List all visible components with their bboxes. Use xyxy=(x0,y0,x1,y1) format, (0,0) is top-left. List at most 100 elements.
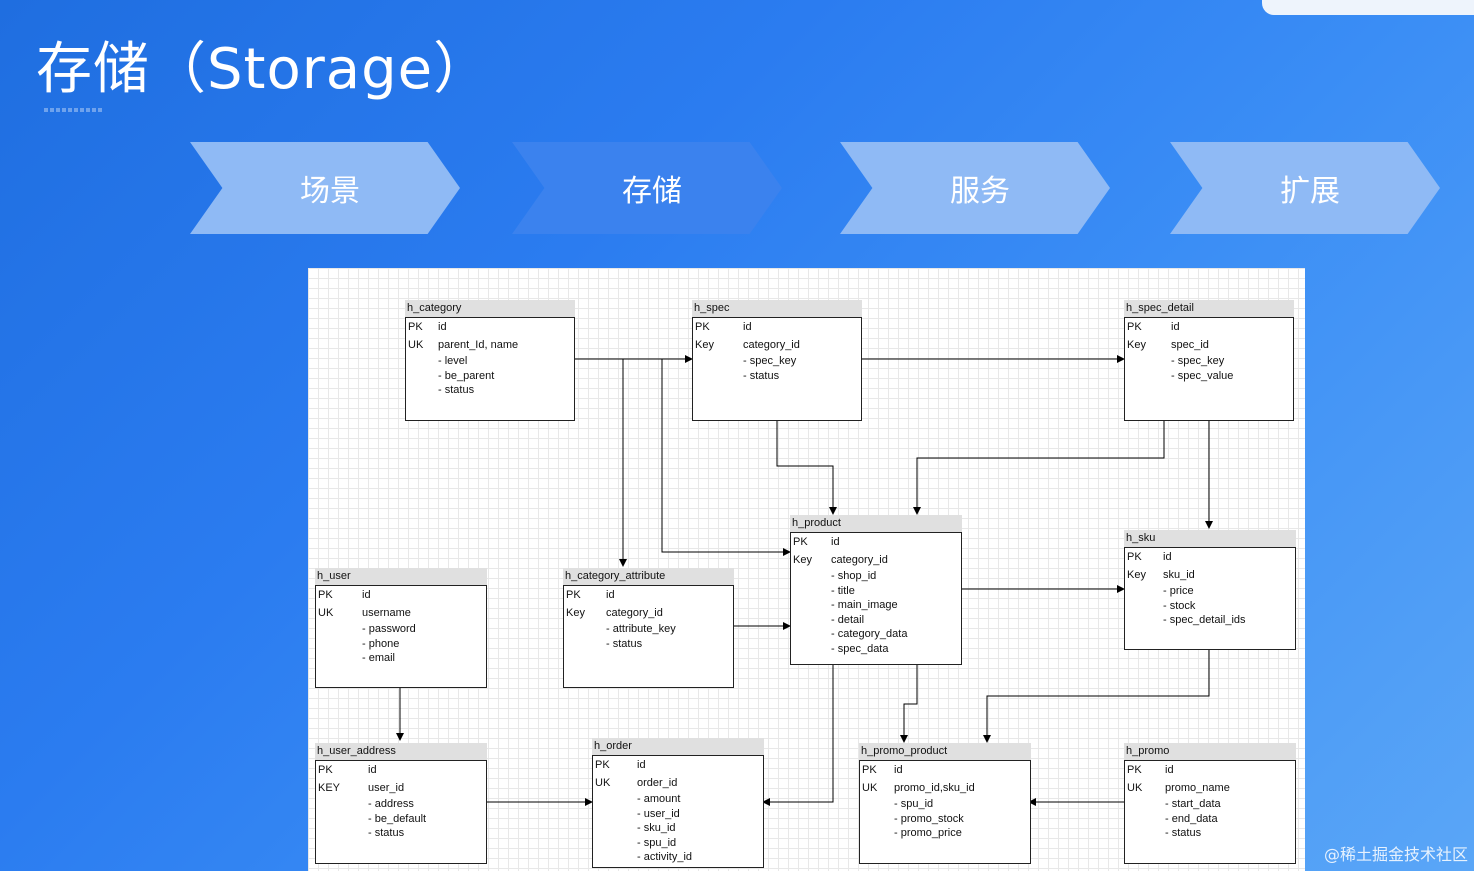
attribute-item: - promo_price xyxy=(894,827,962,839)
attribute-list: - shop_id - title - main_image - detail - ca… xyxy=(791,569,961,656)
key-type: UK xyxy=(1127,782,1143,794)
page-title: 存储（Storage） xyxy=(36,37,491,102)
table-key-row: PK id xyxy=(1125,761,1295,779)
attribute-list: - spec_key - status xyxy=(693,354,861,383)
attribute-item: - status xyxy=(743,369,780,382)
key-field: id xyxy=(1171,321,1180,333)
key-type: PK xyxy=(566,589,581,601)
key-field: category_id xyxy=(743,339,800,351)
table-title: h_order xyxy=(592,738,764,756)
table-title: h_spec_detail xyxy=(1124,300,1294,318)
attribute-item: - phone xyxy=(362,637,400,650)
attribute-item: - status xyxy=(438,384,475,396)
key-type: KEY xyxy=(318,782,341,794)
key-type: PK xyxy=(595,759,610,771)
table-title: h_promo xyxy=(1124,743,1296,761)
table-title: h_category_attribute xyxy=(563,568,734,586)
key-type: UK xyxy=(595,777,611,789)
key-field: id xyxy=(743,321,752,333)
step-storage[interactable]: 存储 xyxy=(512,142,782,234)
step-label: 扩展 xyxy=(1280,174,1340,209)
step-service[interactable]: 服务 xyxy=(840,142,1110,234)
key-field: id xyxy=(637,759,646,771)
edge-product-order xyxy=(762,663,834,806)
relationship-lines xyxy=(396,355,1213,806)
attribute-item: - shop_id xyxy=(831,570,877,582)
attribute-item: - attribute_key xyxy=(606,623,676,635)
table-key-row: Key sku_id xyxy=(1125,566,1295,584)
table-key-row: PK id xyxy=(564,586,733,604)
attribute-list: - spu_id- promo_stock- promo_price xyxy=(860,797,1030,841)
key-type: UK xyxy=(318,607,334,619)
key-type: UK xyxy=(862,782,878,794)
attribute-item: - spec_key xyxy=(743,355,797,367)
step-label: 存储 xyxy=(622,174,682,209)
attribute-item: - end_data xyxy=(1165,812,1218,825)
attribute-item: - email xyxy=(362,652,396,664)
attribute-list: - password - phone - email xyxy=(316,622,486,666)
key-field: id xyxy=(438,321,447,333)
key-type: Key xyxy=(695,339,714,351)
key-field: id xyxy=(606,589,615,601)
key-field: sku_id xyxy=(1163,569,1195,581)
key-type: Key xyxy=(1127,569,1146,581)
table-key-row: PK id xyxy=(1125,318,1293,336)
table-title: h_product xyxy=(790,515,962,533)
table-title: h_category xyxy=(405,300,575,318)
attribute-list: - level- be_parent- status xyxy=(406,354,574,398)
attribute-item: - title xyxy=(831,584,855,597)
key-field: id xyxy=(831,536,840,548)
edge-product-promoproduct xyxy=(900,663,918,743)
table-title: h_sku xyxy=(1124,530,1296,548)
key-field: spec_id xyxy=(1171,339,1209,351)
step-label: 场景 xyxy=(300,174,360,209)
attribute-item: - password xyxy=(362,623,416,635)
attribute-item: - promo_stock xyxy=(894,812,964,825)
attribute-item: - stock xyxy=(1163,599,1196,612)
key-field: username xyxy=(362,607,411,619)
attribute-item: - sku_id xyxy=(637,822,676,834)
key-type: PK xyxy=(318,764,333,776)
key-field: id xyxy=(1165,764,1174,776)
key-type: PK xyxy=(1127,764,1142,776)
table-key-row: UK username xyxy=(316,604,486,622)
step-scenario[interactable]: 场景 xyxy=(190,142,460,234)
key-field: category_id xyxy=(606,607,663,619)
attribute-list: - amount- user_id- sku_id- spu_id- activ… xyxy=(593,792,763,865)
edge-specdetail-product xyxy=(913,419,1165,515)
attribute-item: - be_parent xyxy=(438,369,495,382)
attribute-item: - spec_key xyxy=(1171,355,1225,367)
table-key-row: PK id xyxy=(791,533,961,551)
key-type: UK xyxy=(408,339,424,351)
key-type: Key xyxy=(1127,339,1146,351)
attribute-item: - category_data xyxy=(831,628,908,640)
attribute-item: - main_image xyxy=(831,599,898,611)
attribute-item: - detail xyxy=(831,613,865,626)
attribute-list: - attribute_key- status xyxy=(564,622,733,651)
attribute-item: - spec_data xyxy=(831,642,889,655)
key-type: PK xyxy=(318,589,333,601)
step-extension[interactable]: 扩展 xyxy=(1170,142,1440,234)
key-type: PK xyxy=(1127,321,1142,333)
key-type: PK xyxy=(793,536,808,548)
